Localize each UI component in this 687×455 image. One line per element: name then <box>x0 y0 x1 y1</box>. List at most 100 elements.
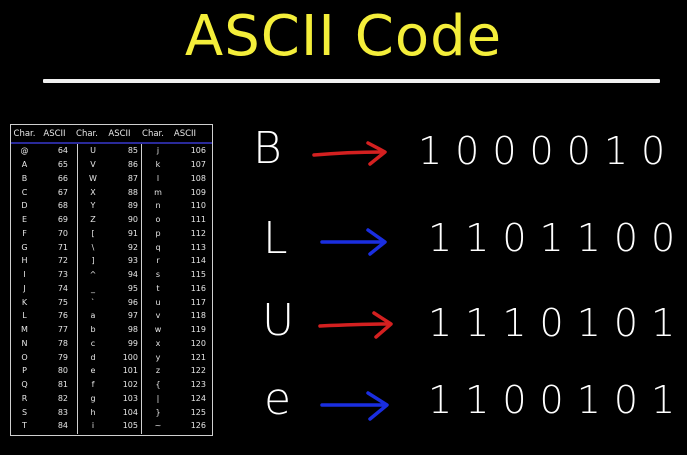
table-row: @64 <box>11 144 77 158</box>
header-ascii-3: ASCII <box>173 128 197 139</box>
ascii-cell: 68 <box>57 201 68 211</box>
letter-u: U <box>262 295 295 346</box>
char-cell: a <box>90 311 96 321</box>
char-cell: Z <box>90 215 96 225</box>
table-row: ^ 94 <box>78 268 141 282</box>
table-row: H 72 <box>11 254 77 268</box>
char-cell: m <box>154 187 162 197</box>
char-cell: R <box>21 393 28 403</box>
ascii-cell: 124 <box>190 393 206 403</box>
ascii-cell: 73 <box>57 270 68 280</box>
char-cell: ^ <box>89 270 97 280</box>
char-cell: n <box>155 201 161 211</box>
ascii-cell: 107 <box>190 160 206 170</box>
ascii-cell: 118 <box>190 311 206 321</box>
ascii-cell: 125 <box>190 407 206 417</box>
char-cell: U <box>90 146 96 156</box>
char-cell: C <box>21 187 28 197</box>
table-row: ` 96 <box>78 295 141 309</box>
ascii-cell: 72 <box>57 256 68 266</box>
ascii-cell: 86 <box>127 160 138 170</box>
ascii-cell: 96 <box>127 297 138 307</box>
letter-l: L <box>263 213 288 264</box>
char-cell: e <box>90 366 96 376</box>
header-char-3: Char. <box>142 128 164 139</box>
ascii-cell: 117 <box>190 297 206 307</box>
ascii-cell: 105 <box>122 421 138 431</box>
char-cell: j <box>156 146 160 156</box>
char-cell: V <box>90 160 96 170</box>
ascii-cell: 64 <box>57 146 68 156</box>
page-title: ASCII Code <box>184 4 503 69</box>
header-ascii-1: ASCII <box>43 128 66 139</box>
char-cell: r <box>156 256 160 266</box>
char-cell: G <box>21 242 28 252</box>
ascii-cell: 94 <box>127 270 138 280</box>
table-row: [91 <box>78 227 141 241</box>
header-char-1: Char. <box>13 128 36 139</box>
char-cell: o <box>155 215 161 225</box>
char-cell: ] <box>91 256 95 266</box>
table-row: r 114 <box>142 254 211 268</box>
ascii-cell: 122 <box>190 366 206 376</box>
char-cell: \ <box>91 242 95 252</box>
ascii-cell: 65 <box>57 160 68 170</box>
ascii-cell: 110 <box>190 201 206 211</box>
ascii-cell: 88 <box>127 187 138 197</box>
char-cell: Y <box>90 201 96 211</box>
ascii-cell: 114 <box>190 256 206 266</box>
char-cell: h <box>90 407 96 417</box>
char-cell: b <box>90 325 96 335</box>
ascii-cell: 84 <box>57 421 68 431</box>
char-cell: S <box>21 407 28 417</box>
ascii-cell: 106 <box>190 146 206 156</box>
char-cell: ` <box>91 297 95 307</box>
ascii-cell: 85 <box>127 146 138 156</box>
table-row: |124 <box>142 392 211 406</box>
char-cell: x <box>155 338 161 348</box>
char-cell: p <box>155 228 161 238</box>
char-cell: l <box>156 173 160 183</box>
ascii-cell: 93 <box>127 256 138 266</box>
char-cell: N <box>21 338 28 348</box>
ascii-cell: 77 <box>57 325 68 335</box>
blue-arrow-icon <box>320 391 389 421</box>
char-cell: u <box>155 297 161 307</box>
ascii-cell: 95 <box>127 283 138 293</box>
ascii-cell: 76 <box>57 311 68 321</box>
ascii-cell: 112 <box>190 228 206 238</box>
char-cell: L <box>22 311 27 321</box>
ascii-cell: 113 <box>190 242 206 252</box>
table-row: p 112 <box>142 227 211 241</box>
char-cell: z <box>155 366 161 376</box>
ascii-cell: 74 <box>57 283 68 293</box>
ascii-cell: 126 <box>190 421 206 431</box>
char-cell: H <box>21 256 28 266</box>
char-cell: } <box>155 407 161 417</box>
ascii-cell: 102 <box>122 380 138 390</box>
ascii-cell: 81 <box>57 380 68 390</box>
ascii-cell: 104 <box>122 407 138 417</box>
table-row: {123 <box>142 378 211 392</box>
binary-e: 1100101 <box>428 378 687 422</box>
